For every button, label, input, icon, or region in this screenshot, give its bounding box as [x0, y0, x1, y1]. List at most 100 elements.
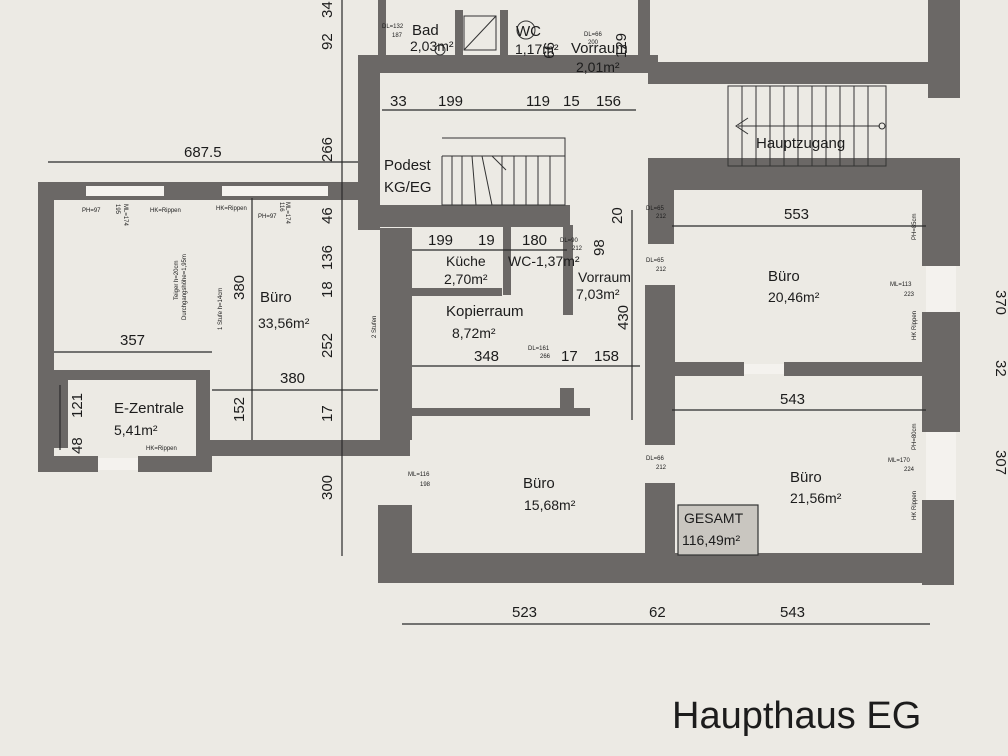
wall-right-inner-2 [645, 285, 675, 445]
wall-mid-stub [560, 388, 574, 416]
buero-bottom-area: 15,68m² [524, 497, 576, 513]
small-notes: PH=97 ML=174 195 HK=Rippen HK=Rippen PH=… [82, 24, 918, 520]
window-left-top-2 [222, 186, 328, 196]
vorraum-top-area: 2,01m² [576, 59, 620, 75]
dim-119: 119 [526, 93, 550, 110]
total-label: GESAMT [684, 510, 744, 526]
note-dl90: DL=90 [560, 238, 579, 244]
buero-rt-name: Büro [768, 268, 800, 285]
buero-left-name: Büro [260, 289, 292, 306]
wall-right-inner [648, 158, 674, 244]
dim-edge-307: 307 [992, 450, 1008, 475]
bad-area: 2,03m² [410, 38, 454, 54]
podest-line1: Podest [384, 157, 432, 174]
note-hk1: HK=Rippen [150, 208, 181, 214]
note-ml174a: ML=174 [122, 204, 128, 227]
note-ph97: PH=97 [82, 208, 101, 214]
ezentrale-name: E-Zentrale [114, 400, 184, 417]
dim-180: 180 [522, 232, 547, 249]
dim-380-h: 380 [280, 370, 305, 387]
dim-edge-32: 32 [992, 360, 1008, 377]
dim-v-129: 129 [613, 33, 630, 58]
buero-bottom-name: Büro [523, 475, 555, 492]
wall-stub-368 [380, 368, 412, 440]
dim-v-300: 300 [319, 475, 336, 500]
note-dl65b: DL=65 [646, 206, 665, 212]
wall-central-mid [380, 228, 412, 368]
window-left-top-1 [86, 186, 164, 196]
window-right-2 [926, 432, 956, 500]
wall-stair-bottom [380, 205, 570, 227]
dim-v-46: 46 [319, 207, 336, 224]
wall-kitchen-bottom [412, 288, 502, 296]
total-value: 116,49m² [682, 532, 740, 548]
dim-62: 62 [649, 604, 666, 621]
wall-wc-right [503, 225, 511, 295]
buero-rt-area: 20,46m² [768, 289, 820, 305]
dim-348: 348 [474, 348, 499, 365]
wall-left-wing-bottom-a [38, 456, 98, 472]
buero-rb-name: Büro [790, 469, 822, 486]
dim-543-a: 543 [780, 391, 805, 408]
note-116: 116 [278, 202, 284, 212]
note-hk2: HK=Rippen [216, 206, 247, 212]
wc1-name: WC-1,37m² [508, 253, 580, 269]
dim-v-136: 136 [319, 245, 336, 270]
dim-15: 15 [563, 93, 580, 110]
dimension-numbers: 687.5 357 380 33 199 119 15 156 553 199 … [69, 1, 1008, 621]
hauptzugang-name: Hauptzugang [756, 135, 845, 152]
note-212c: 212 [656, 214, 667, 220]
wall-left-wing-bottom-c [200, 440, 410, 456]
toilet-icon [516, 20, 536, 40]
podest-line2: KG/EG [384, 179, 432, 196]
note-dl65a: DL=65 [646, 258, 665, 264]
wall-right-divider-top [648, 158, 958, 190]
dim-v-266: 266 [319, 137, 336, 162]
total-box [677, 504, 759, 556]
dim-v-17: 17 [319, 405, 336, 422]
buero-rb-area: 21,56m² [790, 490, 842, 506]
dim-v-99: 99 [540, 42, 557, 59]
note-224: 224 [904, 467, 915, 473]
wall-top-divider-1 [455, 10, 463, 60]
kopierraum-name: Kopierraum [446, 303, 524, 320]
note-hkr3: HK=Rippen [146, 446, 177, 452]
room-labels: Bad 2,03m² WC 1,17m² Vorraum 2,01m² Haup… [114, 22, 845, 548]
wall-central-left [358, 55, 380, 230]
ezentrale-area: 5,41m² [114, 422, 158, 438]
note-hkr1: HK Rippen [912, 311, 918, 340]
note-ml113: ML=113 [890, 282, 912, 288]
note-187: 187 [392, 33, 403, 39]
dim-158: 158 [594, 348, 619, 365]
dim-199-a: 199 [438, 93, 463, 110]
dim-v-98: 98 [591, 239, 608, 256]
dim-v-380: 380 [231, 275, 248, 300]
wall-top-rooms-bottom [378, 55, 658, 63]
dim-357: 357 [120, 332, 145, 349]
wall-right-outer-2 [922, 312, 960, 432]
window-ez-bottom [98, 458, 138, 470]
note-ml116: ML=116 [408, 472, 430, 478]
wall-right-corridor-top [648, 62, 960, 84]
dim-199-b: 199 [428, 232, 453, 249]
wc-top-area: 1,17m² [515, 41, 559, 57]
vorraum-mid-name: Vorraum [578, 269, 631, 285]
dim-v-34: 34 [319, 1, 336, 18]
note-hkr2: HK Rippen [912, 491, 918, 520]
note-223: 223 [904, 292, 915, 298]
wall-ez-right [196, 370, 210, 470]
stairs-podest [441, 137, 566, 206]
window-right-1 [926, 266, 956, 312]
dim-19: 19 [478, 232, 495, 249]
note-198: 198 [420, 482, 431, 488]
wall-left-wing-bottom-b [138, 456, 212, 472]
note-ml174b: ML=174 [284, 202, 290, 225]
wall-right-outer-top [928, 0, 960, 98]
shower-icon [463, 15, 497, 51]
wall-right-middle [672, 362, 744, 376]
dim-v-121: 121 [69, 393, 86, 418]
vorraum-mid-area: 7,03m² [576, 286, 620, 302]
dim-v-18: 18 [319, 281, 336, 298]
note-195: 195 [114, 204, 120, 215]
